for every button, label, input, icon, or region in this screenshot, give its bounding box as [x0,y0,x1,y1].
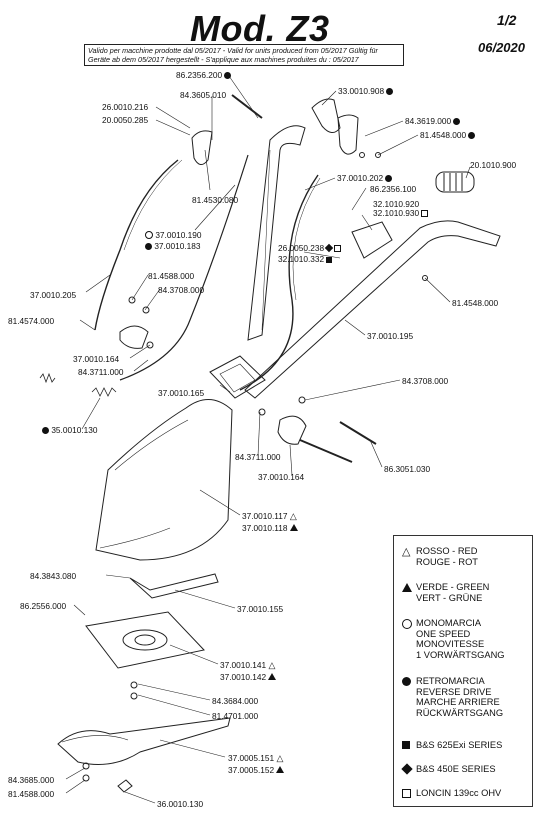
part-label-26-0050-238: 26.0050.238 [278,243,342,253]
part-label-84-3843-080: 84.3843.080 [30,571,77,581]
leader-lines [65,75,471,804]
part-label-20-0050-285: 20.0050.285 [102,115,149,125]
symbol-legend: △ ROSSO - RED ROUGE - ROT VERDE - GREEN … [393,535,533,807]
control-cable-left [94,159,179,331]
part-label-84-3708-000-right: 84.3708.000 [402,376,449,386]
reverse-drive-marker [468,132,476,139]
belt-guard [95,399,233,561]
right-handlebar [244,220,501,399]
part-label-86-2356-200: 86.2356.200 [176,70,232,80]
tine-guard [57,717,231,765]
reverse-drive-marker [386,88,394,95]
bolt-long [339,421,377,445]
part-label-84-3711-000-left: 84.3711.000 [78,367,124,377]
filled-triangle-icon [402,583,412,592]
part-label-32-1010-332: 32.1010.332 [278,254,333,264]
bs-450e-marker [324,243,334,253]
reverse-drive-marker [42,427,49,434]
part-label-86-2356-100: 86.2356.100 [370,184,417,194]
handle-grip [435,171,475,193]
left-handlebar [247,125,306,341]
open-square-icon [402,789,411,798]
page-number: 1/2 [497,12,517,28]
loncin-marker [421,210,429,217]
part-label-36-0010-130: 36.0010.130 [157,799,204,809]
revision-date: 06/2020 [478,40,525,55]
filled-square-icon [402,741,410,749]
part-label-81-4548-000-top: 81.4548.000 [420,130,476,140]
part-label-84-3711-000-right: 84.3711.000 [235,452,281,462]
model-title: Mod. Z3 [190,8,330,49]
part-label-32-1010-920: 32.1010.920 [373,199,420,209]
pivot-bracket [209,355,266,399]
loncin-marker [334,245,342,252]
control-cable-middle [239,174,319,391]
shift-box [351,221,393,259]
reverse-drive-marker [385,175,393,182]
validity-line-1: Valido per macchine prodotte dal 05/2017… [88,46,378,55]
part-label-37-0010-165: 37.0010.165 [158,388,205,398]
validity-line-2: Geräte ab dem 05/2017 hergestellt - S'ap… [88,55,359,64]
part-label-37-0005-151: 37.0005.151 △ [228,753,284,763]
part-label-37-0010-202: 37.0010.202 [337,173,393,183]
part-label-37-0010-118: 37.0010.118 [242,523,298,533]
part-label-20-1010-900: 20.1010.900 [470,160,517,170]
part-label-84-3605-010: 84.3605.010 [180,90,227,100]
part-label-84-3685-000: 84.3685.000 [8,775,55,785]
part-label-37-0010-141: 37.0010.141 △ [220,660,276,670]
open-triangle-icon: △ [402,546,411,558]
left-clamp [119,325,149,349]
right-clamp [277,415,307,445]
green-marker [268,673,277,680]
part-label-86-2556-000: 86.2556.000 [20,601,67,611]
part-label-37-0010-195: 37.0010.195 [367,331,414,341]
drive-lever [311,98,341,133]
part-label-84-3619-000: 84.3619.000 [405,116,461,126]
part-label-32-1010-930: 32.1010.930 [373,208,429,218]
part-label-81-4530-080: 81.4530.080 [192,195,239,205]
part-label-84-3684-000: 84.3684.000 [212,696,259,706]
red-marker: △ [276,753,284,763]
green-marker [276,766,285,773]
part-label-81-4588-000-bottom: 81.4588.000 [8,789,55,799]
part-label-81-4548-000-right: 81.4548.000 [452,298,499,308]
filled-diamond-icon [401,763,413,775]
part-label-81-4588-000-mid: 81.4588.000 [148,271,195,281]
control-cable-reverse [119,154,249,381]
red-marker: △ [268,660,276,670]
red-marker: △ [289,511,297,521]
part-label-37-0010-164-right: 37.0010.164 [258,472,305,482]
part-label-26-0010-216: 26.0010.216 [102,102,149,112]
mounting-plate [85,611,205,669]
part-label-37-0010-142: 37.0010.142 [220,672,277,682]
part-label-37-0010-183: 37.0010.183 [145,241,200,251]
drive-shaft [129,573,219,599]
part-label-37-0005-152: 37.0005.152 [228,765,285,775]
reverse-drive-marker [224,72,232,79]
part-label-33-0010-908: 33.0010.908 [338,86,394,96]
part-label-81-4574-000: 81.4574.000 [8,316,55,326]
filled-circle-icon [402,677,411,686]
throttle-lever [191,130,213,165]
part-label-37-0010-190: 37.0010.190 [145,230,201,240]
part-label-81-4701-000: 81.4701.000 [212,711,259,721]
validity-note: Valido per macchine prodotte dal 05/2017… [84,44,404,66]
part-label-35-0010-130: 35.0010.130 [42,425,97,435]
part-label-37-0010-117: 37.0010.117 △ [242,511,297,521]
bs-625exi-marker [326,257,333,263]
open-circle-icon [402,619,412,629]
part-label-37-0010-155: 37.0010.155 [237,604,284,614]
part-label-37-0010-205: 37.0010.205 [30,290,77,300]
one-speed-marker [145,231,153,239]
part-label-84-3708-000-left: 84.3708.000 [158,285,205,295]
part-label-37-0010-164-left: 37.0010.164 [73,354,120,364]
reverse-drive-marker [453,118,461,125]
green-marker [289,524,298,531]
spring [91,387,117,397]
reverse-drive-marker [145,243,152,250]
part-label-86-3051-030: 86.3051.030 [384,464,431,474]
